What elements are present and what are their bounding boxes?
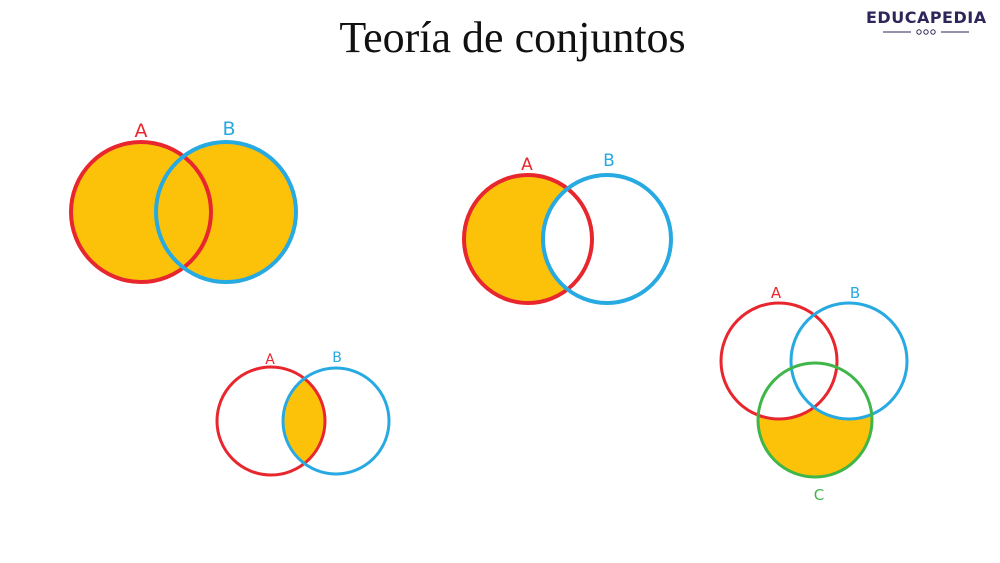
label-a: A bbox=[521, 155, 533, 175]
circle-a bbox=[719, 301, 839, 421]
educapedia-logo: EDUCAPEDIA bbox=[866, 8, 986, 36]
label-b: B bbox=[850, 284, 860, 302]
label-b: B bbox=[332, 350, 342, 366]
venn-difference: A B bbox=[462, 151, 673, 305]
venn-intersection: A B bbox=[215, 350, 391, 477]
region-intersection-fill bbox=[283, 368, 325, 474]
label-b: B bbox=[603, 151, 615, 171]
label-a: A bbox=[135, 120, 148, 142]
label-b: B bbox=[222, 118, 235, 140]
circle-b bbox=[281, 366, 391, 476]
label-a: A bbox=[771, 284, 782, 302]
region-c-only-fill bbox=[758, 363, 872, 477]
circle-a bbox=[215, 365, 327, 477]
logo-ornament-icon bbox=[883, 29, 969, 35]
circle-a bbox=[69, 140, 213, 284]
circle-b bbox=[789, 301, 909, 421]
circle-b bbox=[541, 173, 673, 305]
venn-union: A B bbox=[69, 118, 298, 284]
label-c: C bbox=[814, 486, 824, 504]
slide-title: Teoría de conjuntos bbox=[339, 13, 686, 62]
circle-a bbox=[462, 173, 594, 305]
venn-three-sets: A B C bbox=[719, 284, 909, 504]
region-a-only-fill bbox=[464, 175, 592, 303]
region-b-fill bbox=[156, 142, 296, 282]
logo-text: EDUCAPEDIA bbox=[866, 8, 987, 27]
circle-c bbox=[756, 361, 874, 479]
circle-b bbox=[154, 140, 298, 284]
label-a: A bbox=[265, 352, 275, 368]
